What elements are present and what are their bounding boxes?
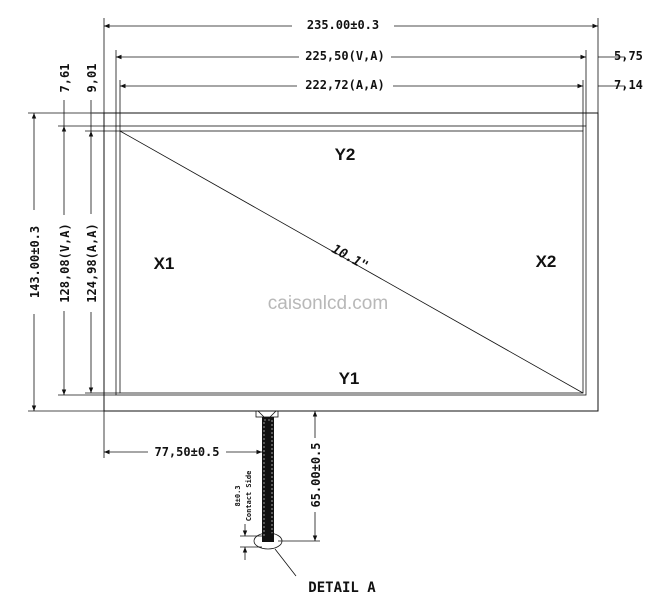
right-va-offset-label: 5,75 (614, 49, 643, 63)
label-x2: X2 (536, 252, 557, 271)
diagonal-line (119, 130, 584, 394)
tail-position-label: 77,50±0.5 (154, 445, 219, 459)
va-height-label: 128,08(V,A) (58, 223, 72, 302)
va-width-label: 225,50(V,A) (305, 49, 384, 63)
overall-width-label: 235.00±0.3 (307, 18, 379, 32)
fpc-tail (253, 410, 297, 577)
left-offset-1-label: 7,61 (58, 64, 72, 93)
aa-width-label: 222,72(A,A) (305, 78, 384, 92)
detail-a-label: DETAIL A (308, 580, 376, 596)
label-y1: Y1 (339, 369, 360, 388)
tail-length-label: 65.00±0.5 (309, 442, 323, 507)
contact-side-label: Contact Side (245, 471, 253, 522)
right-aa-offset-label: 7,14 (614, 78, 643, 92)
watermark: caisonlcd.com (268, 293, 388, 314)
top-dimensions (103, 18, 625, 131)
contact-width-label: 8±0.3 (234, 485, 242, 506)
overall-height-label: 143.00±0.3 (28, 226, 42, 298)
panel-outline (92, 112, 599, 412)
contact-width-dimension (240, 524, 262, 560)
aa-height-label: 124,98(A,A) (85, 223, 99, 302)
left-offset-2-label: 9,01 (85, 64, 99, 93)
label-x1: X1 (154, 254, 175, 273)
label-y2: Y2 (335, 145, 356, 164)
diagonal-size-label: 10.1" (329, 242, 371, 274)
